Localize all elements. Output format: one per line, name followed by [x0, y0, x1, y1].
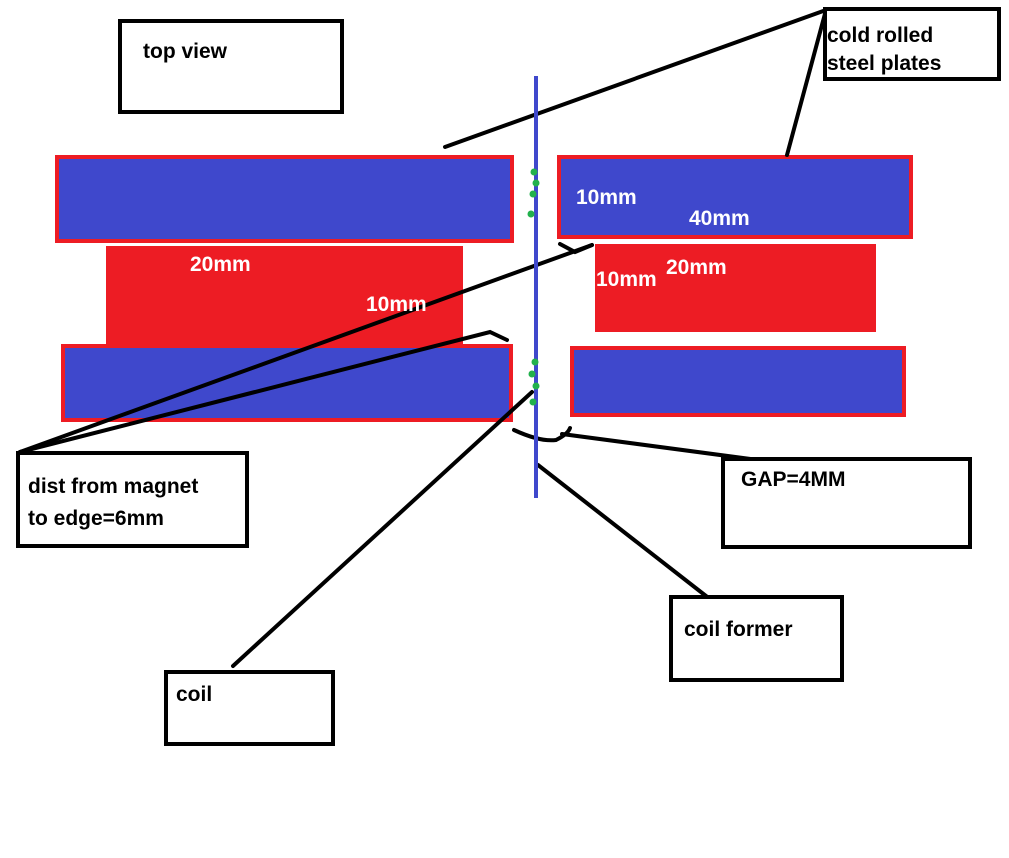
coil-former-leader	[536, 463, 717, 605]
right-bottom-steel-plate	[570, 346, 906, 417]
left-magnet	[106, 246, 463, 345]
right-magnet-width-label: 20mm	[666, 256, 727, 279]
gap-box	[721, 457, 972, 549]
left-top-steel-plate	[55, 155, 514, 243]
coil-former-box	[669, 595, 844, 682]
left-magnet-height-label: 10mm	[366, 293, 427, 316]
right-plate-thickness-label: 10mm	[576, 186, 637, 209]
dist-leader-top	[18, 243, 594, 454]
gap-label: GAP=4MM	[741, 468, 846, 491]
coil-label: coil	[176, 683, 213, 706]
coil-box	[164, 670, 335, 746]
steel-plates-leader-left	[443, 8, 828, 149]
gap-bracket	[512, 426, 572, 443]
right-top-steel-plate	[557, 155, 913, 239]
dist-label-line1: dist from magnet	[28, 475, 199, 498]
dist-leader-hook	[558, 242, 594, 255]
right-magnet-height-label: 10mm	[596, 268, 657, 291]
right-plate-width-label: 40mm	[689, 207, 750, 230]
steel-plates-leader-right	[785, 8, 828, 157]
coil-leader	[231, 390, 534, 668]
left-magnet-width-label: 20mm	[190, 253, 251, 276]
coil-windings	[527, 168, 540, 406]
dist-label-line2: to edge=6mm	[28, 507, 164, 530]
coil-former-label: coil former	[684, 618, 793, 641]
dist-leader-bottom	[18, 329, 509, 454]
steel-plates-label: cold rolled steel plates	[827, 24, 942, 75]
steel-plates-box	[823, 7, 1001, 81]
right-magnet	[595, 244, 876, 332]
top-view-label: top view	[143, 40, 228, 63]
top-view-box	[118, 19, 344, 114]
dist-from-magnet-box	[16, 451, 249, 548]
